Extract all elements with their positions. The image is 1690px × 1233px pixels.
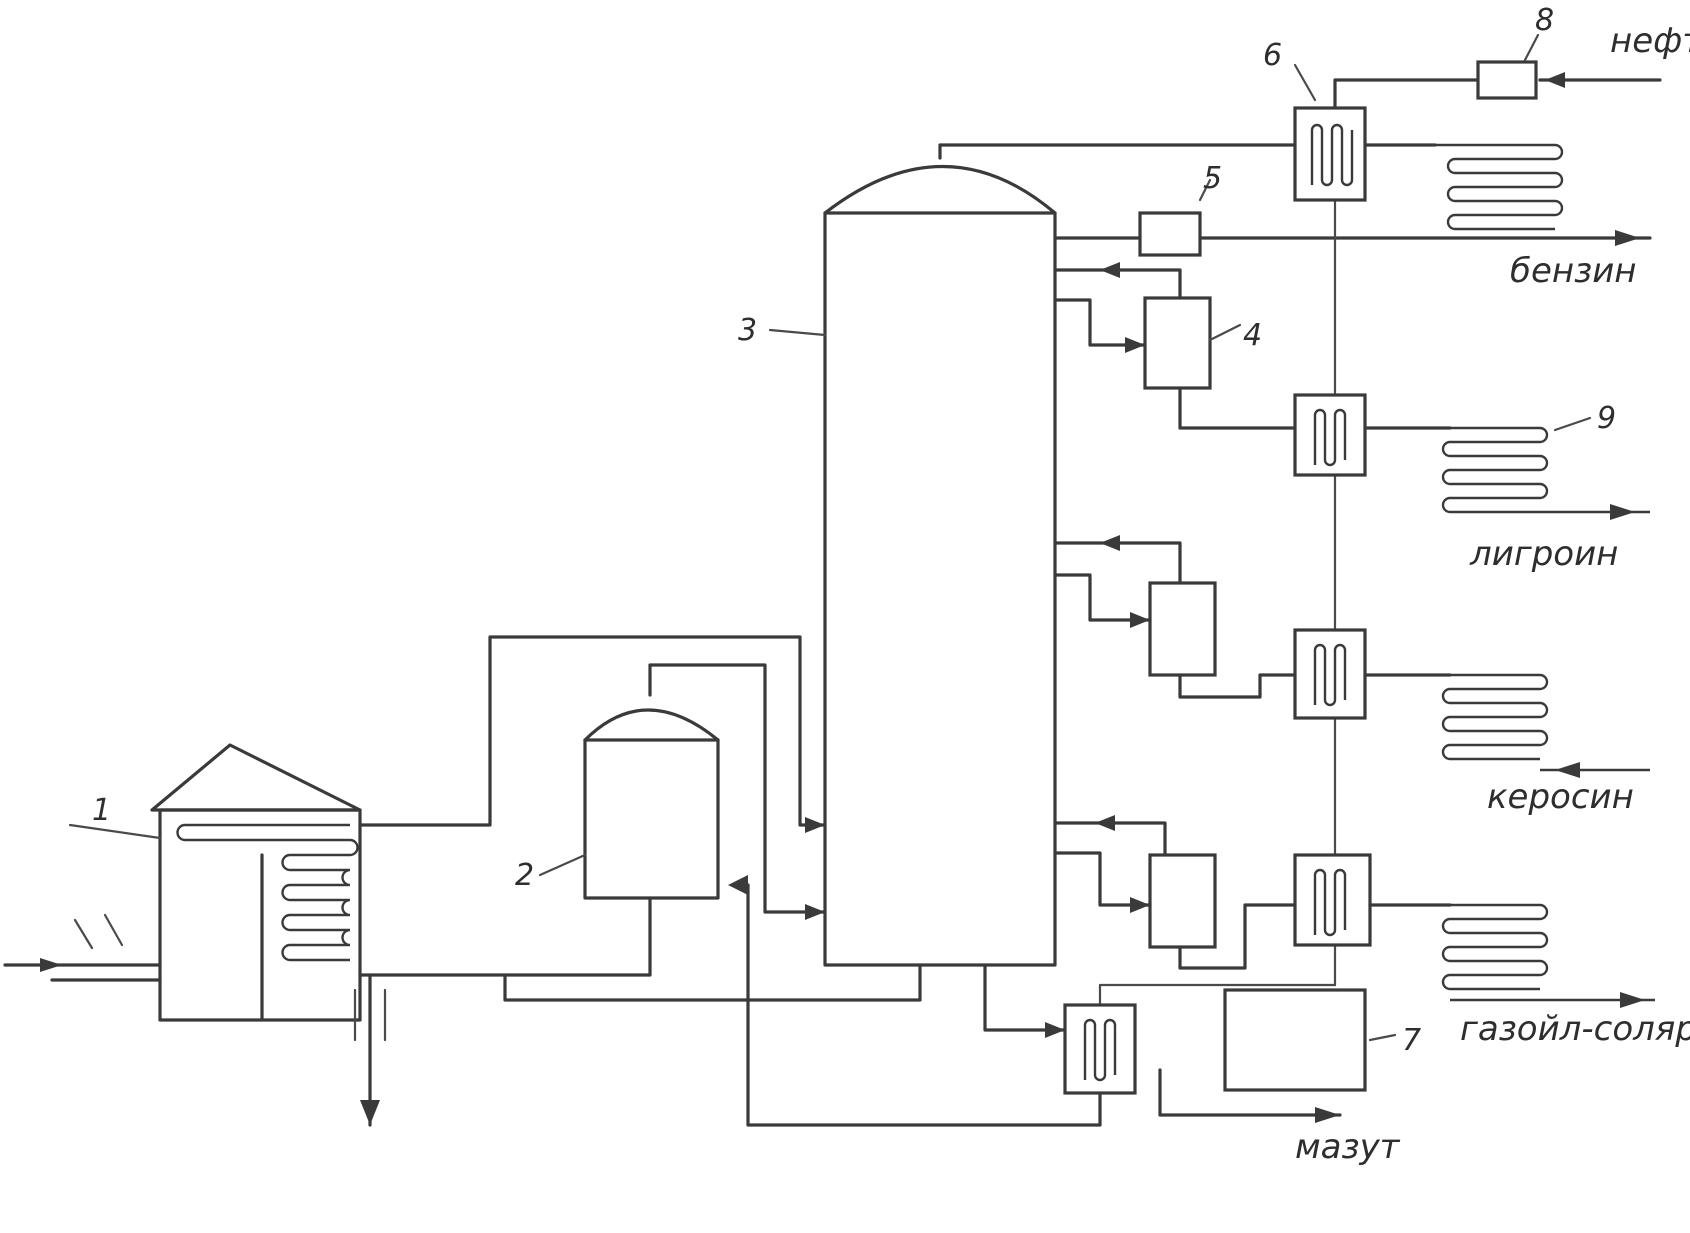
callout-8: 8 — [1535, 3, 1554, 38]
heat-exchanger-gasoil — [1293, 853, 1452, 947]
heat-exchanger-6 — [1293, 106, 1367, 202]
distillation-column — [823, 165, 1057, 967]
stripper-kerosene — [1053, 815, 1297, 970]
heat-exchanger-fuel-oil — [1063, 1003, 1342, 1123]
pump-8 — [1476, 60, 1538, 100]
evaporator — [583, 708, 720, 900]
callout-5: 5 — [1203, 161, 1222, 196]
process-piping — [358, 72, 1662, 1127]
callout-3: 3 — [738, 313, 757, 348]
label-fuel-oil: мазут — [1295, 1127, 1401, 1167]
label-ligroin: лигроин — [1469, 534, 1618, 574]
label-gasoil: газойл-соляр — [1460, 1009, 1690, 1049]
label-oil-in: нефт — [1610, 21, 1690, 61]
heat-exchanger-ligroin — [1293, 393, 1452, 477]
label-kerosene: керосин — [1487, 777, 1634, 817]
cooler-coil-gasoil — [1441, 903, 1655, 1008]
stripper-4 — [1053, 262, 1297, 430]
cooler-coil-kerosene — [1441, 673, 1650, 778]
callout-9: 9 — [1597, 401, 1616, 436]
callout-2: 2 — [515, 858, 534, 893]
heat-exchanger-kerosene — [1293, 628, 1452, 720]
tank-7 — [1223, 988, 1367, 1092]
callout-4: 4 — [1243, 318, 1262, 353]
stripper-ligroin — [1053, 535, 1297, 699]
cooler-coil-ligroin — [1441, 426, 1650, 520]
tube-furnace — [3, 743, 387, 1127]
cooler-coil-gasoline — [1435, 143, 1564, 231]
separator-5 — [1138, 211, 1202, 257]
callout-1: 1 — [92, 793, 111, 828]
label-gasoline: бензин — [1510, 251, 1637, 291]
callout-leaders — [68, 33, 1592, 1042]
callout-7: 7 — [1402, 1023, 1421, 1058]
callout-6: 6 — [1263, 38, 1282, 73]
